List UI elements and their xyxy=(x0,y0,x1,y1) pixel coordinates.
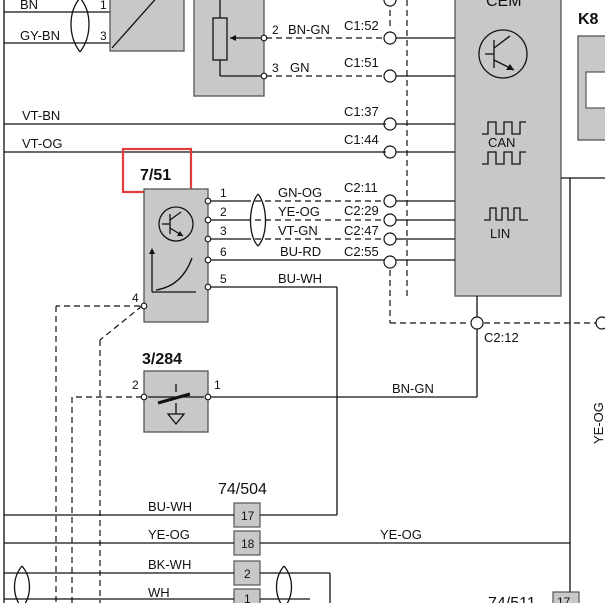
svg-text:1: 1 xyxy=(244,592,251,603)
twisted-pair-icon xyxy=(249,193,267,247)
cem-lin-label: LIN xyxy=(490,226,510,241)
connector-label: C2:12 xyxy=(484,330,519,345)
svg-text:2: 2 xyxy=(244,567,251,581)
wire-label-conn-wh: WH xyxy=(148,585,170,600)
wire-label-vtgn: VT-GN xyxy=(278,223,318,238)
wire-label-pot-bngn: BN-GN xyxy=(288,22,330,37)
potentiometer-icon xyxy=(212,0,264,77)
connector-label: C2:29 xyxy=(344,203,379,218)
wire-label-burd: BU-RD xyxy=(280,244,321,259)
connector-label: C1:52 xyxy=(344,18,379,33)
pin-label: 1 xyxy=(214,378,221,392)
ref-3-284: 3/284 xyxy=(142,351,182,368)
connector-node[interactable] xyxy=(383,69,397,83)
connector-label: C1:51 xyxy=(344,55,379,70)
wire-label-conn-yeog: YE-OG xyxy=(148,527,190,542)
connector-node[interactable] xyxy=(595,316,605,330)
wire-label-yeog-vertical: YE-OG xyxy=(591,402,605,444)
svg-text:3: 3 xyxy=(220,224,227,238)
connector-label: C2:55 xyxy=(344,244,379,259)
component-3-284 xyxy=(143,370,209,433)
wire-label-pot-gn: GN xyxy=(290,60,310,75)
ref-7-51: 7/51 xyxy=(140,167,171,184)
connector-label: C1:44 xyxy=(344,132,379,147)
pin-label: 17 xyxy=(557,595,571,603)
connector-node[interactable] xyxy=(383,232,397,246)
sensor-slope-icon xyxy=(111,0,156,49)
connector-74-504: 17 18 2 1 xyxy=(233,502,261,603)
component-7-51-pins: 1 2 3 6 5 4 xyxy=(132,186,227,310)
svg-text:18: 18 xyxy=(241,537,255,551)
pin-label: 1 xyxy=(100,0,107,12)
svg-text:4: 4 xyxy=(132,291,139,305)
connector-label: C2:11 xyxy=(344,180,378,195)
pin-dot xyxy=(260,72,268,80)
pin-label: 3 xyxy=(100,29,107,43)
connector-node[interactable] xyxy=(383,31,397,45)
wire-label-vtbn: VT-BN xyxy=(22,108,60,123)
wire-label-gnog: GN-OG xyxy=(278,185,322,200)
twisted-pair-icon xyxy=(70,0,90,53)
wire-label-gybn: GY-BN xyxy=(20,28,60,43)
component-7-51 xyxy=(143,188,209,323)
wire-label-conn-bkwh: BK-WH xyxy=(148,557,191,572)
connector-label: C1:37 xyxy=(344,104,379,119)
pin-dot xyxy=(260,34,268,42)
connector-74-511 xyxy=(552,591,580,603)
pot-pin-3: 3 xyxy=(272,61,279,75)
k8-title: K8 xyxy=(578,11,599,28)
twisted-pair-icon xyxy=(13,565,31,603)
can-waveform-icon xyxy=(482,121,526,165)
ground-switch-icon xyxy=(148,384,204,426)
component-potentiometer xyxy=(193,0,265,97)
ref-74-511: 74/511 xyxy=(488,595,536,603)
wire-label-buwh: BU-WH xyxy=(278,271,322,286)
svg-text:17: 17 xyxy=(241,509,255,523)
wire-label-bngn: BN-GN xyxy=(392,381,434,396)
svg-text:2: 2 xyxy=(220,205,227,219)
ref-74-504: 74/504 xyxy=(218,481,267,498)
wire-label-yeog-mid: YE-OG xyxy=(380,527,422,542)
k8-inner xyxy=(585,71,605,109)
twisted-pair-icon xyxy=(275,565,293,603)
svg-text:1: 1 xyxy=(220,186,227,200)
wire-label-conn-buwh: BU-WH xyxy=(148,499,192,514)
pin-label: 2 xyxy=(132,378,139,392)
connector-label: C2:47 xyxy=(344,223,379,238)
top-left-wires: BN GY-BN 1 3 xyxy=(4,0,110,53)
connector-node[interactable] xyxy=(383,255,397,269)
pot-pin-2: 2 xyxy=(272,23,279,37)
cem-module xyxy=(454,0,562,297)
wire-label-vtog: VT-OG xyxy=(22,136,62,151)
cem-c2-connectors: C2:11 C2:29 C2:47 C2:55 xyxy=(344,180,455,269)
cem-c1-connectors: C1:52 C1:51 C1:37 C1:44 xyxy=(344,0,455,159)
wire-label-yeog: YE-OG xyxy=(278,204,320,219)
cem-can-label: CAN xyxy=(488,135,515,150)
cem-transistor-icon xyxy=(478,29,528,79)
lin-waveform-icon xyxy=(484,207,528,221)
cem-title: CEM xyxy=(486,0,522,10)
svg-text:6: 6 xyxy=(220,245,227,259)
connector-node[interactable] xyxy=(383,194,397,208)
connector-node[interactable] xyxy=(383,213,397,227)
svg-text:5: 5 xyxy=(220,272,227,286)
connector-node[interactable] xyxy=(470,316,484,330)
transistor-sensor-icon xyxy=(149,206,196,293)
wire-label-bn: BN xyxy=(20,0,38,12)
